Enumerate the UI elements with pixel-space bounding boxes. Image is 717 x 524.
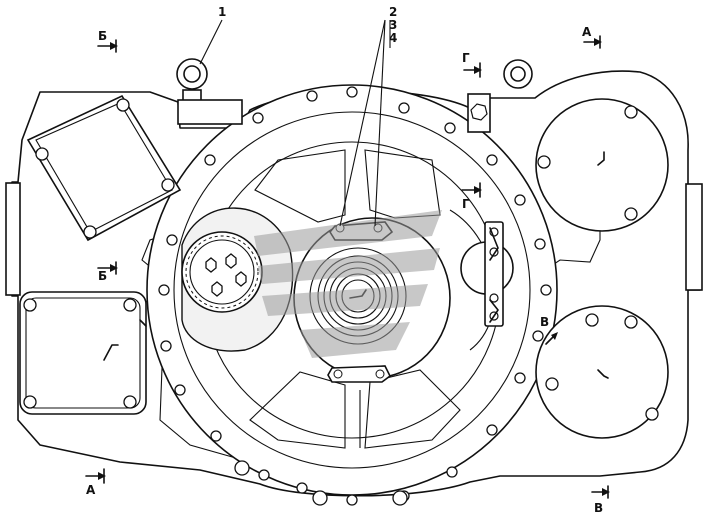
section-mark-g-mid: Г xyxy=(462,197,470,211)
section-mark-a-top: А xyxy=(582,25,592,39)
callout-4-label: 4 xyxy=(389,31,397,45)
right-top-round-cover xyxy=(535,98,669,232)
lifting-eye-right xyxy=(467,59,533,133)
section-mark-b-top: Б xyxy=(98,29,107,43)
callout-2-label: 2 xyxy=(389,5,397,19)
callout-3-label: 3 xyxy=(389,18,397,32)
section-mark-a-bottom: А xyxy=(86,483,96,497)
oil-pump-gear-teeth xyxy=(185,235,259,309)
oil-pump-gear-inner xyxy=(189,239,255,305)
callout-1-label: 1 xyxy=(218,5,226,19)
right-boss xyxy=(685,183,703,291)
section-mark-v-bottom: В xyxy=(594,501,603,515)
lifting-eye-left xyxy=(176,58,243,125)
right-bottom-round-cover xyxy=(535,305,669,439)
vertical-bracket-zigzag xyxy=(489,227,499,323)
section-arrowheads xyxy=(98,38,610,496)
center-hub-bottom-plate xyxy=(327,365,392,383)
section-mark-v-side: В xyxy=(540,315,549,329)
section-mark-g-top: Г xyxy=(462,51,470,65)
top-left-inspection-cover xyxy=(26,94,182,242)
callout-leaders xyxy=(199,19,391,227)
watermark-logo xyxy=(254,210,442,358)
oil-pump-gear xyxy=(181,231,263,313)
bell-flange-inner xyxy=(173,111,531,469)
flange-bolt-holes xyxy=(158,86,552,506)
left-boss-upper xyxy=(5,182,21,296)
bottom-left-inspection-cover xyxy=(19,291,147,415)
oil-pump-bolts xyxy=(205,253,247,297)
section-mark-b-mid: Б xyxy=(98,269,107,283)
